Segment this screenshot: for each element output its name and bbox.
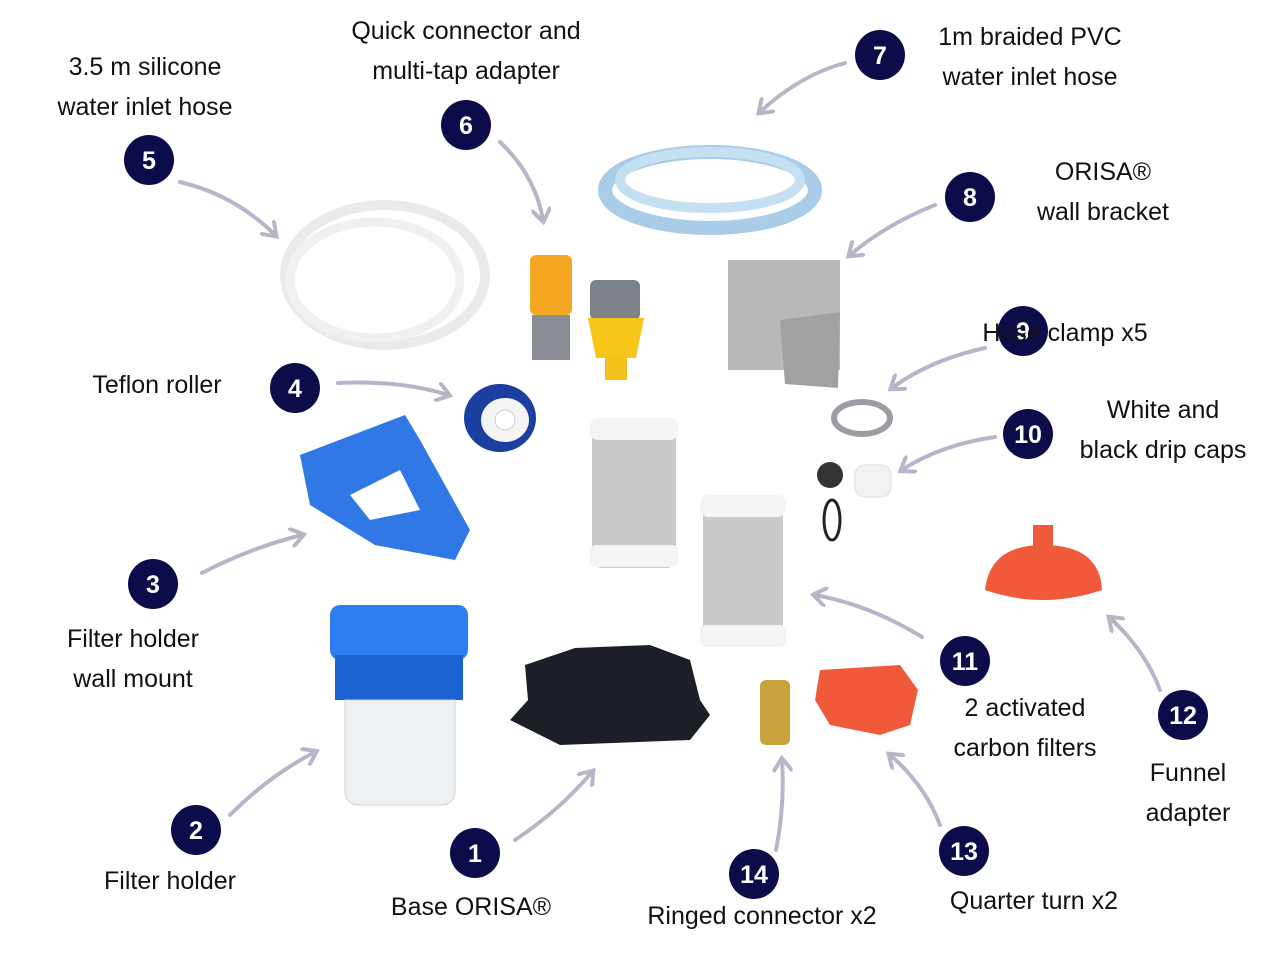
base-orisa-image [510, 645, 710, 745]
item-label: water inlet hose [56, 93, 232, 121]
arrow-1 [513, 772, 592, 842]
item-label: Hose clamp x5 [982, 319, 1147, 347]
number-badge-text: 11 [952, 648, 979, 676]
number-badge-text: 5 [142, 147, 156, 175]
arrow-3 [200, 535, 302, 575]
item-label: 2 activated [965, 694, 1086, 722]
arrow-12 [1110, 618, 1162, 692]
hose-clamp-image [831, 399, 893, 437]
number-badge [270, 363, 320, 413]
item-label: Quarter turn x2 [950, 887, 1118, 915]
item-label: ORISA® [1055, 158, 1152, 186]
filter-holder-image [330, 605, 468, 806]
number-badge [729, 849, 779, 899]
ringed-connector-image [760, 680, 790, 745]
braided-pvc-hose-image [598, 145, 822, 235]
item-label: 3.5 m silicone [69, 53, 222, 81]
silicone-hose-image [280, 200, 490, 350]
item-label: multi-tap adapter [372, 57, 560, 85]
arrow-8 [850, 203, 937, 255]
number-badge-text: 2 [189, 817, 203, 845]
item-label: black drip caps [1080, 436, 1247, 464]
arrow-10 [902, 435, 997, 470]
arrow-14 [776, 760, 783, 852]
item-label: wall mount [72, 665, 193, 693]
item-11: 11 2 activated carbon filters [940, 636, 1097, 762]
item-label: Funnel [1150, 759, 1226, 787]
item-8: 8 ORISA® wall bracket [945, 158, 1169, 226]
number-badge-text: 1 [468, 840, 482, 868]
number-badge [450, 828, 500, 878]
item-4: 4 Teflon roller [92, 363, 320, 413]
carbon-filters-image [590, 418, 786, 647]
arrow-9 [892, 346, 987, 388]
number-badge [124, 135, 174, 185]
number-badge [1003, 409, 1053, 459]
item-label: carbon filters [953, 734, 1096, 762]
item-label: adapter [1146, 799, 1231, 827]
number-badge [171, 805, 221, 855]
number-badge [939, 826, 989, 876]
item-label: water inlet hose [941, 63, 1117, 91]
item-label: Filter holder [104, 867, 236, 895]
number-badge-text: 6 [459, 112, 473, 140]
number-badge [441, 100, 491, 150]
number-badge-text: 10 [1014, 421, 1042, 449]
item-label: Filter holder [67, 625, 199, 653]
arrow-2 [228, 752, 315, 817]
teflon-roller-image [464, 384, 536, 452]
item-label: Teflon roller [92, 371, 221, 399]
wall-mount-image [300, 415, 470, 560]
number-badge [998, 306, 1048, 356]
number-badge-text: 12 [1169, 702, 1197, 730]
number-badge-text: 9 [1016, 318, 1030, 346]
number-badge-text: 14 [740, 861, 768, 889]
quarter-turn-image [815, 665, 918, 735]
drip-caps-image [817, 462, 892, 542]
number-badge [855, 30, 905, 80]
wall-bracket-image [728, 260, 840, 388]
number-badge [940, 636, 990, 686]
item-label: wall bracket [1036, 198, 1169, 226]
number-badge-text: 3 [146, 571, 160, 599]
item-label: White and [1107, 396, 1220, 424]
number-badge-text: 7 [873, 42, 887, 70]
item-7: 7 1m braided PVC water inlet hose [855, 23, 1122, 91]
quick-connector-image [530, 255, 644, 380]
item-label: 1m braided PVC [938, 23, 1121, 51]
number-badge-text: 13 [950, 838, 978, 866]
item-6: 6 Quick connector and multi-tap adapter [351, 17, 581, 150]
arrow-11 [815, 595, 924, 639]
arrow-6 [498, 140, 543, 220]
number-badge-text: 4 [288, 375, 302, 403]
item-10: 10 White and black drip caps [1003, 396, 1246, 464]
item-5: 5 3.5 m silicone water inlet hose [56, 53, 233, 185]
number-badge [945, 172, 995, 222]
arrow-7 [760, 61, 847, 112]
funnel-adapter-image [985, 525, 1102, 600]
item-label: Base ORISA® [391, 893, 552, 921]
number-badge [1158, 690, 1208, 740]
number-badge [128, 559, 178, 609]
arrow-5 [178, 180, 275, 235]
arrow-4 [336, 380, 448, 396]
arrow-13 [890, 755, 942, 827]
item-label: Ringed connector x2 [647, 902, 876, 930]
number-badge-text: 8 [963, 184, 977, 212]
item-label: Quick connector and [351, 17, 580, 45]
